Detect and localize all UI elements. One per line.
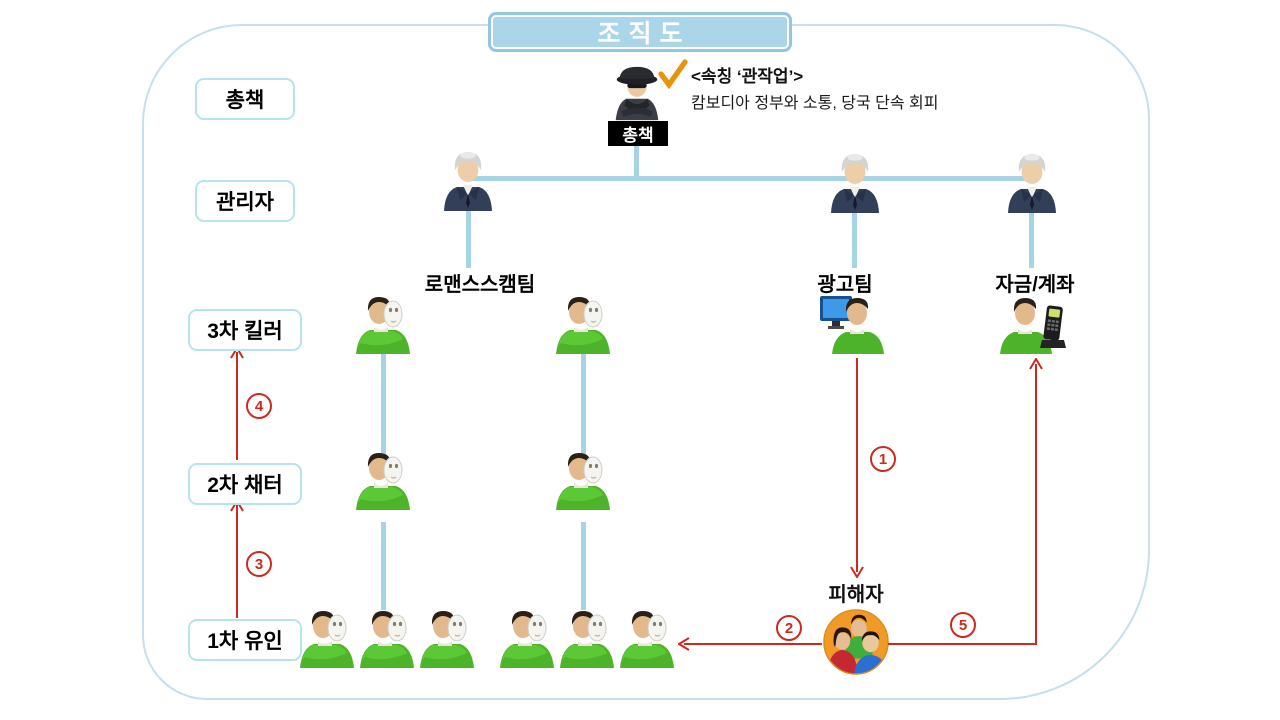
masked-worker-icon bbox=[556, 606, 618, 670]
funds-worker-phone-icon bbox=[998, 292, 1068, 356]
flow-number-3: 3 bbox=[246, 551, 272, 577]
level-box-lure-label: 1차 유인 bbox=[207, 630, 283, 653]
flow-number-4: 4 bbox=[246, 393, 272, 419]
arrowhead-up-icon bbox=[1028, 357, 1044, 370]
level-box-manager-label: 관리자 bbox=[216, 191, 274, 214]
connector-colB-chatter-lure bbox=[581, 522, 586, 610]
masked-worker-icon bbox=[352, 448, 414, 512]
flow-number-1: 1 bbox=[870, 446, 896, 472]
masked-worker-icon bbox=[296, 606, 358, 670]
level-box-manager: 관리자 bbox=[195, 180, 295, 222]
masked-worker-icon bbox=[496, 606, 558, 670]
team-label-romance: 로맨스스캠팀 bbox=[424, 274, 536, 296]
flow-number-2: 2 bbox=[776, 615, 802, 641]
flow-arrow-1-line bbox=[856, 358, 858, 572]
flow-arrow-3-line bbox=[236, 505, 238, 618]
victim-label: 피해자 bbox=[828, 584, 884, 606]
flow-arrow-5-hline bbox=[888, 643, 1037, 645]
connector-colB-killer-chatter bbox=[581, 352, 586, 454]
connector-managers-horizontal bbox=[466, 176, 1034, 181]
boss-spy-icon bbox=[608, 64, 666, 122]
victim-group-icon bbox=[822, 608, 890, 676]
level-box-boss: 총책 bbox=[195, 78, 295, 120]
manager-icon-romance bbox=[440, 147, 496, 213]
level-box-killer-label: 3차 킬러 bbox=[207, 320, 283, 343]
masked-worker-icon bbox=[552, 292, 614, 356]
checkmark-icon bbox=[657, 58, 689, 90]
level-box-chatter-label: 2차 채터 bbox=[207, 474, 283, 497]
manager-icon-ad bbox=[827, 149, 883, 215]
masked-worker-icon bbox=[616, 606, 678, 670]
boss-note-title: <속칭 ‘관작업’> bbox=[691, 67, 804, 86]
masked-worker-icon bbox=[552, 448, 614, 512]
boss-note-body: 캄보디아 정부와 소통, 당국 단속 회피 bbox=[691, 95, 939, 112]
chart-title-box: 조직도 bbox=[488, 12, 792, 52]
connector-romance-down bbox=[466, 211, 471, 268]
flow-number-5: 5 bbox=[950, 612, 976, 638]
masked-worker-icon bbox=[416, 606, 478, 670]
arrowhead-left-icon bbox=[677, 636, 690, 652]
connector-ad-down bbox=[852, 213, 857, 268]
connector-funds-down bbox=[1029, 213, 1034, 268]
team-label-ad: 광고팀 bbox=[817, 274, 873, 296]
boss-badge-label: 총책 bbox=[622, 126, 654, 145]
flow-arrow-5-vline bbox=[1035, 364, 1037, 645]
connector-boss-down bbox=[634, 144, 639, 178]
level-box-chatter: 2차 채터 bbox=[188, 463, 302, 505]
flow-arrow-2-line bbox=[684, 643, 822, 645]
connector-colA-chatter-lure bbox=[381, 522, 386, 610]
masked-worker-icon bbox=[352, 292, 414, 356]
team-label-funds: 자금/계좌 bbox=[995, 274, 1075, 296]
connector-colA-killer-chatter bbox=[381, 352, 386, 454]
chart-title: 조직도 bbox=[597, 20, 691, 48]
level-box-killer: 3차 킬러 bbox=[188, 309, 302, 351]
boss-badge: 총책 bbox=[608, 121, 668, 146]
level-box-lure: 1차 유인 bbox=[188, 619, 302, 661]
ad-worker-monitor-icon bbox=[818, 292, 888, 356]
manager-icon-funds bbox=[1004, 149, 1060, 215]
arrowhead-down-icon bbox=[849, 566, 865, 579]
level-box-boss-label: 총책 bbox=[225, 89, 265, 112]
flow-arrow-4-line bbox=[236, 352, 238, 460]
masked-worker-icon bbox=[356, 606, 418, 670]
